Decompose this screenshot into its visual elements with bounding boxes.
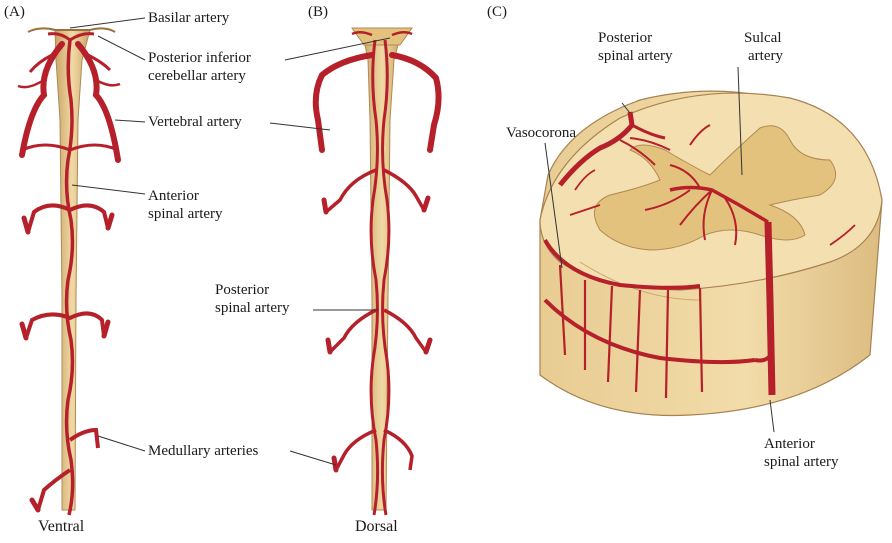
label-medullary-arteries: Medullary arteries xyxy=(148,443,259,459)
vasocorona xyxy=(543,238,701,290)
label-sulcal-line2: artery xyxy=(748,48,783,64)
gray-matter-butterfly xyxy=(593,125,837,251)
panel-label-a: (A) xyxy=(4,4,25,20)
leader-lines xyxy=(69,17,775,466)
vertebral-artery-right-b xyxy=(389,52,442,153)
posterior-spinal-artery-c xyxy=(558,111,635,187)
label-posterior-spinal-b-line1: Posterior xyxy=(215,282,270,298)
medullary-artery-a-3 xyxy=(68,427,100,449)
label-pica-line2: cerebellar artery xyxy=(148,68,246,84)
view-label-ventral: Ventral xyxy=(38,518,85,535)
vertebral-artery-right-a xyxy=(75,41,121,163)
label-sulcal-line1: Sulcal xyxy=(744,30,782,46)
medullary-artery-b-1 xyxy=(324,168,426,214)
label-posterior-spinal-c-line2: spinal artery xyxy=(598,48,673,64)
panel-c-cross-section xyxy=(539,90,883,417)
label-posterior-spinal-b-line2: spinal artery xyxy=(215,300,290,316)
view-label-dorsal: Dorsal xyxy=(355,518,398,535)
medullary-artery-b-3 xyxy=(334,428,414,471)
label-pica-line1: Posterior inferior xyxy=(148,50,251,66)
vertebral-artery-left-a xyxy=(19,41,65,158)
vertebral-artery-left-b xyxy=(312,52,375,153)
label-anterior-spinal-a-line2: spinal artery xyxy=(148,206,223,222)
panel-a-ventral-view xyxy=(17,27,121,516)
label-anterior-spinal-c-line2: spinal artery xyxy=(764,454,839,470)
anterior-spinal-artery-c xyxy=(764,221,776,396)
posterior-spinal-artery-right-b xyxy=(380,39,391,516)
panel-b-dorsal-view xyxy=(312,27,442,516)
medullary-artery-a-2 xyxy=(24,311,106,339)
panel-label-c: (C) xyxy=(487,4,507,20)
medullary-artery-b-2 xyxy=(328,308,428,354)
anterior-spinal-artery-a xyxy=(64,39,75,516)
label-posterior-spinal-c-line1: Posterior xyxy=(598,30,653,46)
panel-label-b: (B) xyxy=(308,4,328,20)
label-anterior-spinal-c-line1: Anterior xyxy=(764,436,815,452)
label-anterior-spinal-a-line1: Anterior xyxy=(148,188,199,204)
label-basilar-artery: Basilar artery xyxy=(148,10,230,26)
medullary-artery-a-1 xyxy=(26,203,110,233)
medullary-artery-a-4 xyxy=(36,468,72,511)
label-vasocorona: Vasocorona xyxy=(506,125,576,141)
posterior-spinal-artery-left-b xyxy=(369,39,380,516)
label-vertebral-artery: Vertebral artery xyxy=(148,114,242,130)
